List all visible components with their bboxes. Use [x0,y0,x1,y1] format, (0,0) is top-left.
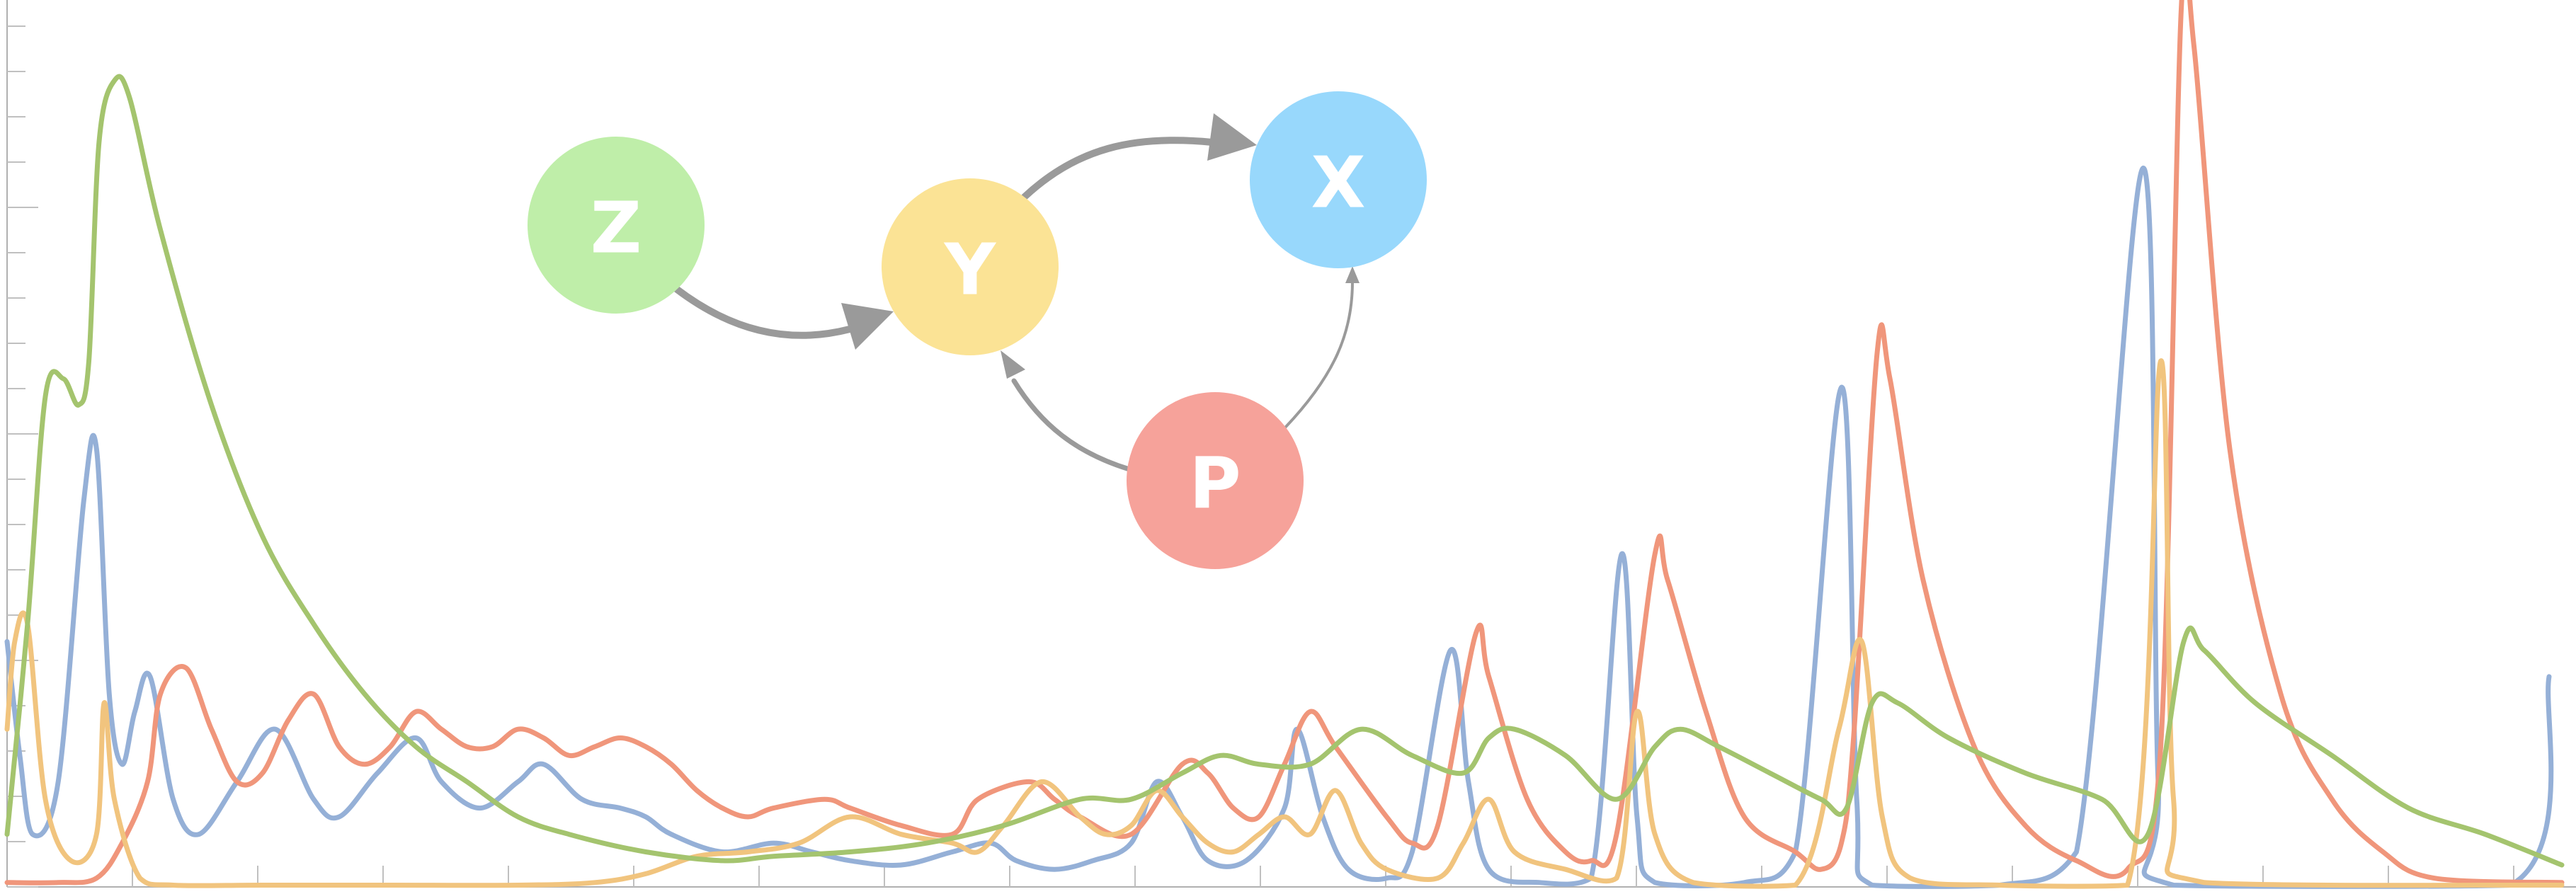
node-x-circle [1250,91,1427,268]
series-layer [4,0,2565,889]
series-line-1 [4,166,2554,889]
series-line-4 [4,74,2565,868]
node-z: Z [528,137,705,314]
edge-p-to-x-arrowhead [1345,266,1360,283]
series-line-3 [4,358,2565,889]
node-z-label: Z [591,187,642,270]
edge-p-to-x [1284,280,1354,429]
edge-y-to-x-arrowhead [1207,113,1257,161]
node-x: X [1250,91,1427,268]
node-y-label: Y [944,229,997,311]
plot-area [4,0,2576,889]
node-y: Y [882,178,1059,355]
edge-p-to-y [1011,378,1132,472]
node-p: P [1127,392,1304,569]
series-line-2 [4,0,2565,886]
node-z-circle [528,137,705,314]
edge-p-to-y-arrowhead [1001,350,1025,379]
edge-y-to-x [1021,137,1216,200]
node-p-circle [1127,392,1304,569]
diagram-edges [673,113,1360,472]
node-p-label: P [1189,442,1241,525]
node-y-circle [882,178,1059,355]
edge-z-to-y-arrowhead [841,303,894,350]
node-x-label: X [1311,142,1365,224]
edge-z-to-y [673,285,853,339]
network-diagram: Z Y X P [528,91,1427,569]
